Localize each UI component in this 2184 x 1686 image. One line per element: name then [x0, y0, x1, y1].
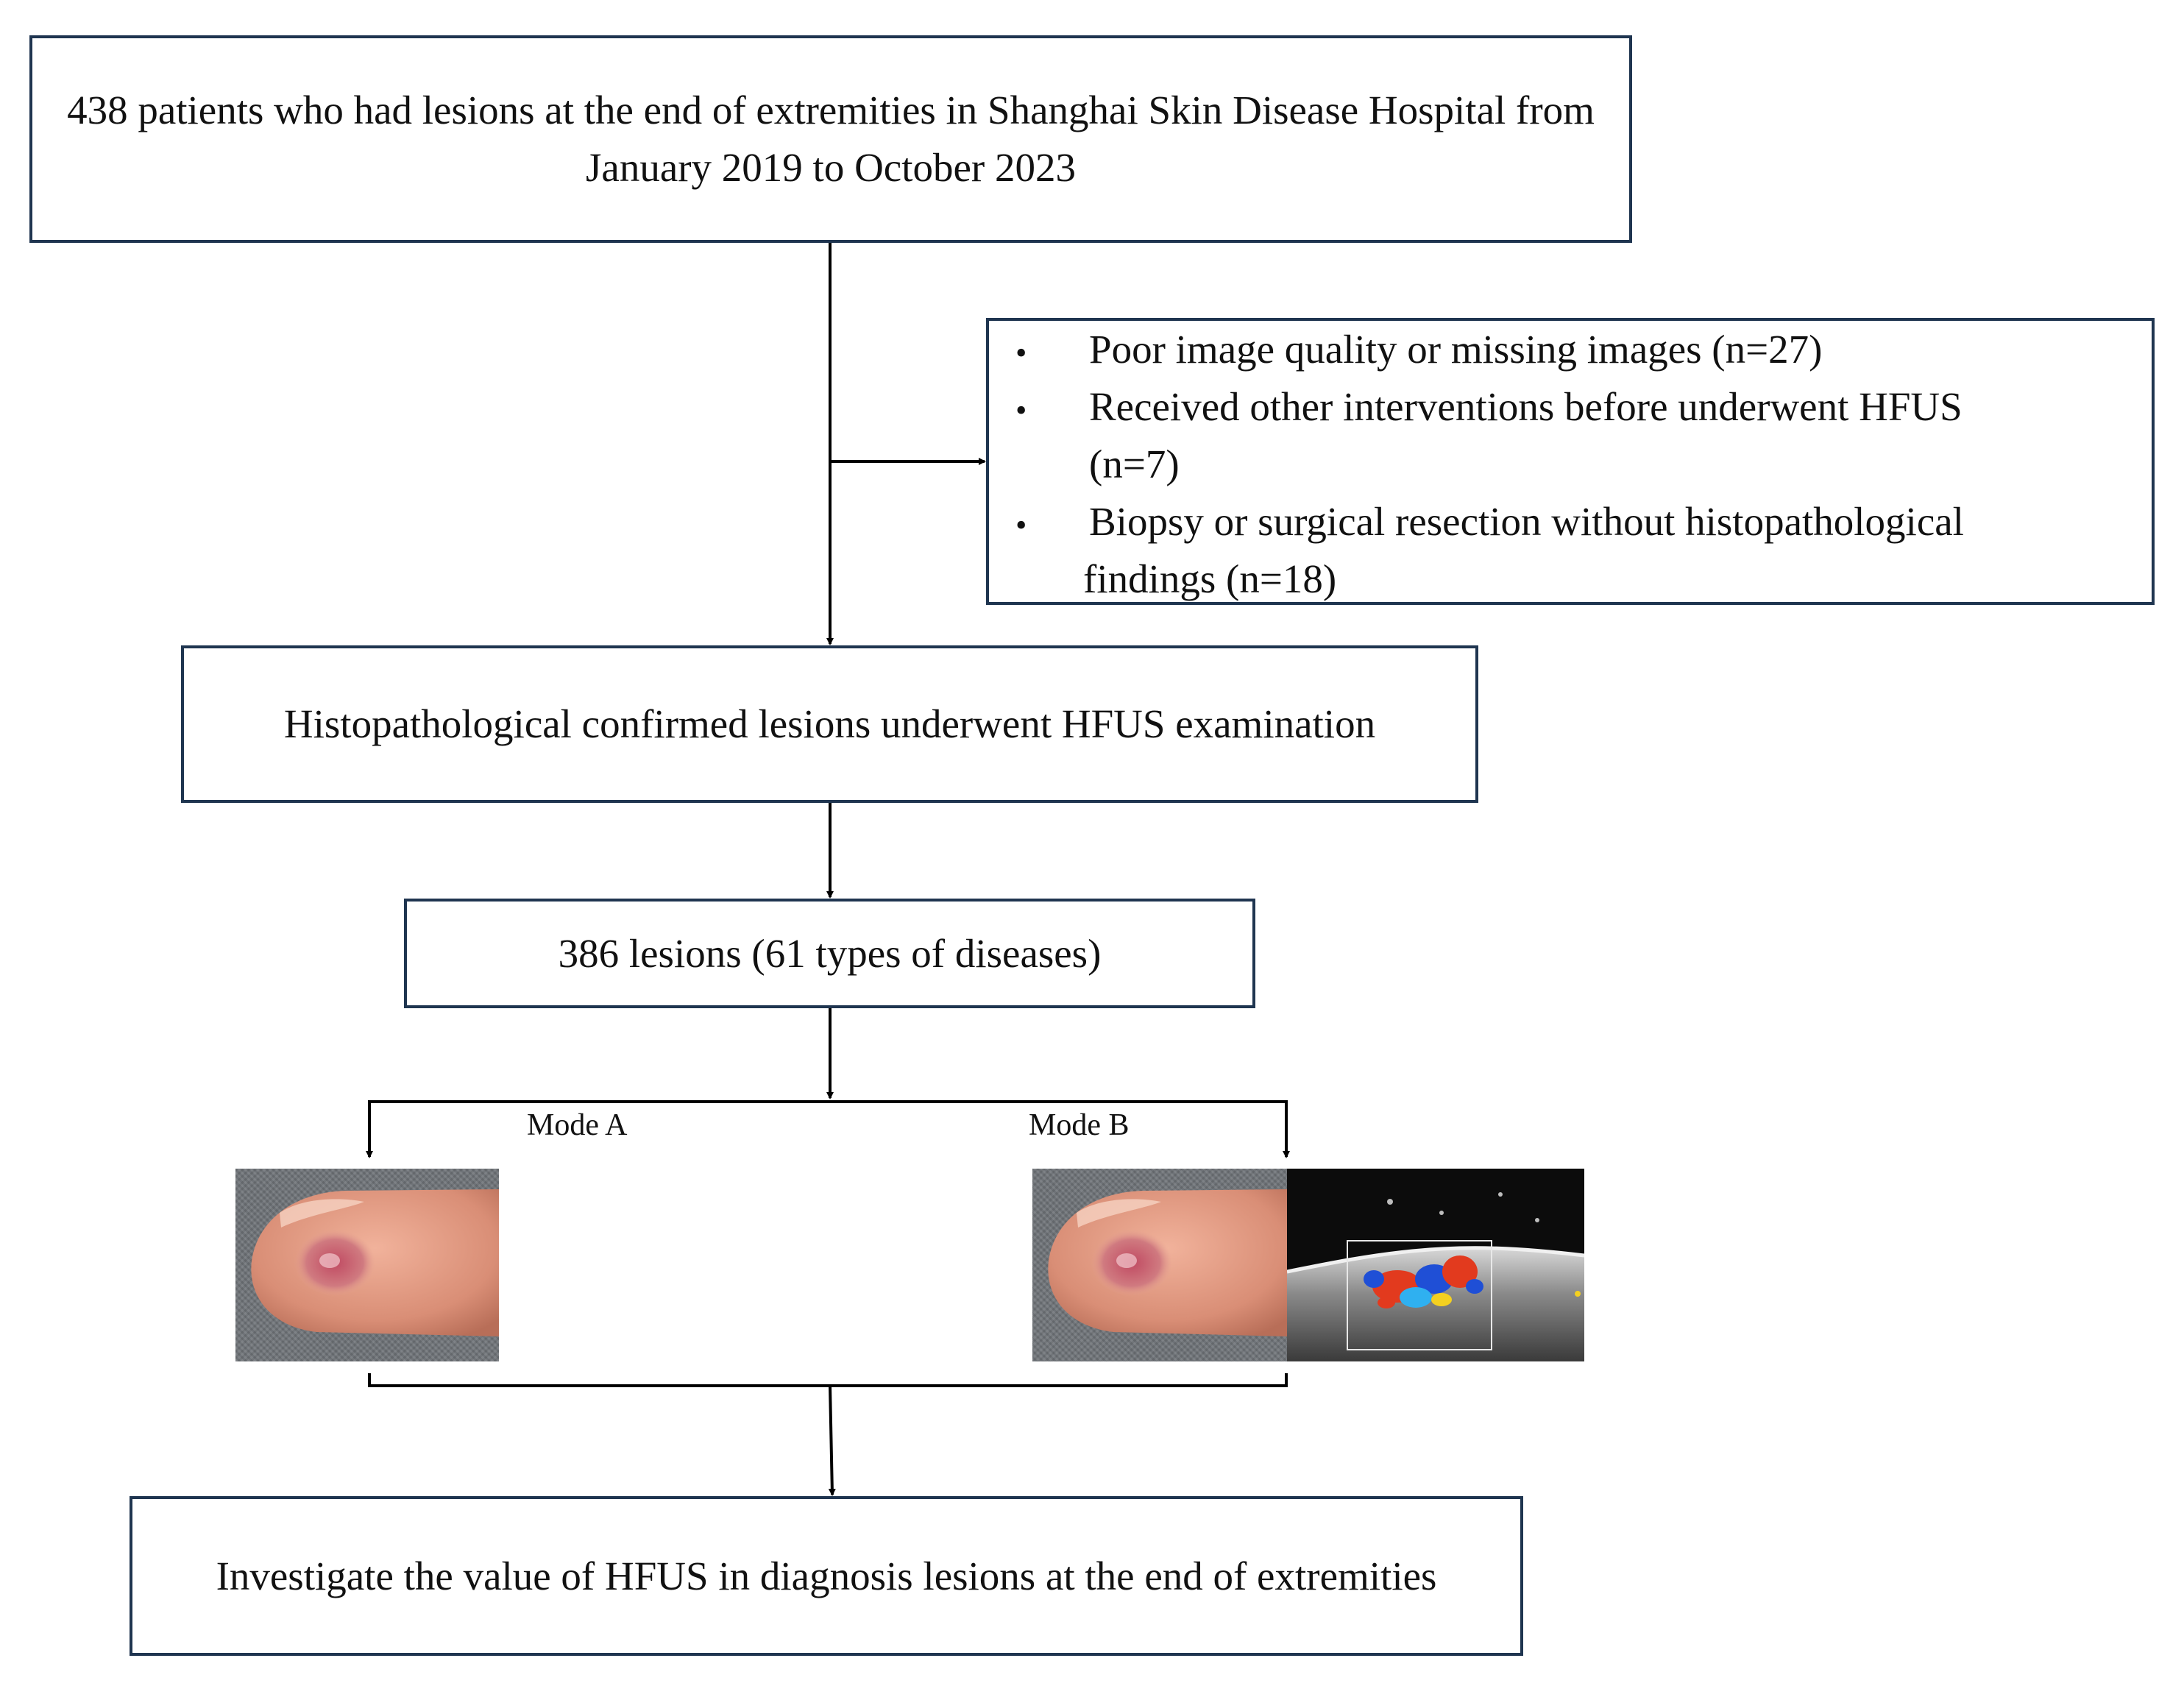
- exclusion-item-3-cont: findings (n=18): [1083, 556, 1337, 601]
- bullet-3: •: [1015, 507, 1027, 543]
- histopath-text: Histopathological confirmed lesions unde…: [283, 701, 1376, 746]
- mode-a-label: Mode A: [527, 1108, 628, 1142]
- bullet-1: •: [1015, 335, 1027, 371]
- arrow-merge-to-investigate: [828, 1385, 836, 1496]
- investigate-text: Investigate the value of HFUS in diagnos…: [216, 1553, 1437, 1598]
- exclusion-item-3: Biopsy or surgical resection without his…: [1089, 499, 1964, 544]
- cohort-text: 438 patients who had lesions at the end …: [67, 88, 1595, 190]
- exclusion-box: • Poor image quality or missing images (…: [986, 318, 2155, 605]
- exclusion-item-2-cont: (n=7): [1089, 442, 1180, 486]
- exclusion-item-1: Poor image quality or missing images (n=…: [1089, 327, 1823, 372]
- mode-b-label: Mode B: [1029, 1108, 1130, 1142]
- mode-b-clinical-photo: [1032, 1169, 1287, 1361]
- cohort-box: 438 patients who had lesions at the end …: [29, 35, 1632, 243]
- histopath-box: Histopathological confirmed lesions unde…: [181, 645, 1478, 803]
- investigate-box: Investigate the value of HFUS in diagnos…: [130, 1496, 1523, 1656]
- mode-b-hfus-image: [1287, 1169, 1584, 1361]
- mode-a-clinical-photo: [235, 1169, 499, 1361]
- bullet-2: •: [1015, 392, 1027, 428]
- exclusion-item-2: Received other interventions before unde…: [1089, 384, 1963, 429]
- lesions-box: 386 lesions (61 types of diseases): [404, 899, 1255, 1008]
- lesions-text: 386 lesions (61 types of diseases): [558, 930, 1102, 976]
